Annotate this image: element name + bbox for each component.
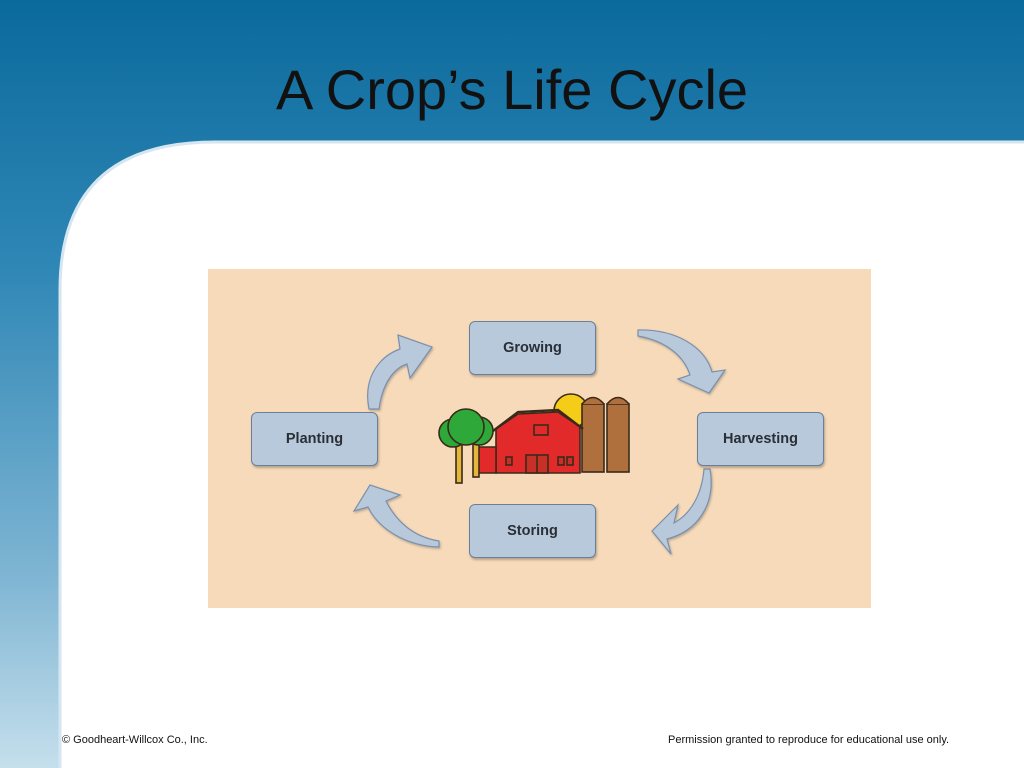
arrow-harvesting-to-storing: [651, 468, 712, 555]
arrow-storing-to-planting: [352, 484, 440, 548]
node-harvesting: Harvesting: [697, 412, 824, 466]
cycle-diagram: [352, 329, 727, 555]
node-planting: Planting: [251, 412, 378, 466]
farm-icon: [438, 393, 630, 484]
footer-copyright: © Goodheart-Willcox Co., Inc.: [62, 734, 208, 746]
arrow-planting-to-growing: [367, 334, 433, 410]
arrow-growing-to-harvesting: [637, 329, 727, 394]
node-growing: Growing: [469, 321, 596, 375]
slide-title: A Crop’s Life Cycle: [275, 58, 749, 121]
node-storing: Storing: [469, 504, 596, 558]
footer-permission: Permission granted to reproduce for educ…: [668, 734, 950, 746]
